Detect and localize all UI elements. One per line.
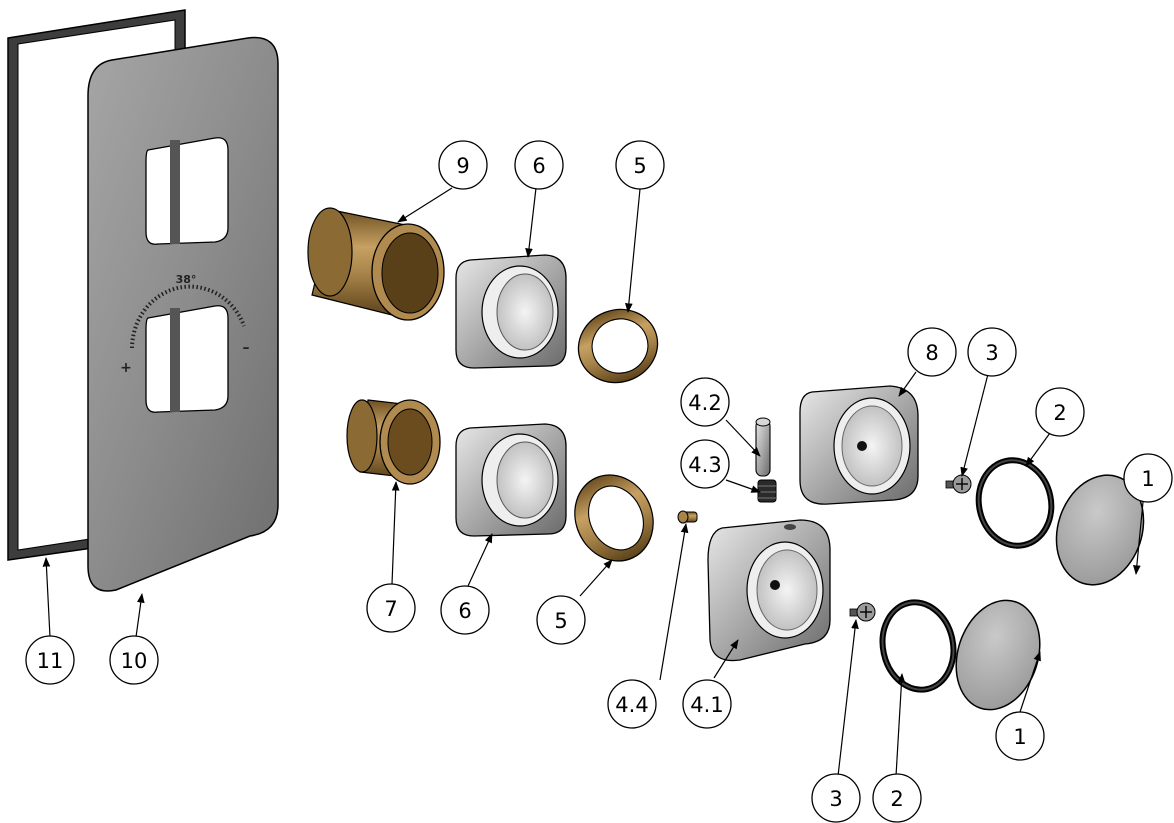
- part-5-brass-ring-upper: [577, 308, 659, 384]
- leader-10: [135, 593, 145, 638]
- callout-4-3-label: 4.3: [688, 453, 721, 477]
- callout-9: 9: [438, 140, 488, 190]
- leader-3a: [960, 373, 989, 477]
- callout-8-label: 8: [925, 341, 938, 365]
- callout-6-lower-label: 6: [458, 599, 471, 623]
- callout-3-lower: 3: [811, 773, 861, 823]
- callout-3-lower-label: 3: [829, 787, 842, 811]
- callout-2-upper: 2: [1035, 387, 1085, 437]
- dial-minus-sign: –: [243, 340, 250, 356]
- callout-4-4-label: 4.4: [615, 693, 648, 717]
- part-4-1-handle-body: [707, 519, 831, 662]
- leader-8: [898, 371, 917, 397]
- callout-7: 7: [366, 583, 416, 633]
- callout-6-upper: 6: [514, 140, 564, 190]
- part-3-screw-upper: [945, 474, 972, 494]
- part-7-brass-nut: [346, 399, 441, 485]
- part-6-chrome-shroud-upper: [455, 254, 567, 369]
- plate-window-top: [145, 137, 229, 245]
- callout-4-2-label: 4.2: [688, 391, 721, 415]
- callout-1-lower-label: 1: [1013, 725, 1026, 749]
- callout-2-lower: 2: [872, 773, 922, 823]
- leader-4-3: [725, 479, 761, 493]
- callout-10-label: 10: [121, 649, 148, 673]
- dial-top-mark: 38°: [176, 273, 197, 286]
- leader-11: [42, 557, 51, 638]
- callout-5-lower: 5: [536, 595, 586, 645]
- temperature-dial-scale: [130, 284, 246, 349]
- part-9-brass-sleeve: [307, 207, 445, 321]
- callout-2-lower-label: 2: [890, 787, 903, 811]
- part-5-brass-ring-lower: [574, 474, 654, 562]
- part-4-4-grub-screw: [677, 510, 698, 524]
- callout-6-lower: 6: [440, 585, 490, 635]
- callout-5-upper-label: 5: [633, 154, 646, 178]
- leader-3b: [837, 619, 859, 777]
- callouts: 11 10 9 6 5 7 6 5: [25, 140, 1173, 823]
- plate-window-bottom: [145, 305, 229, 413]
- callout-4-1: 4.1: [682, 679, 732, 729]
- callout-5-upper: 5: [615, 140, 665, 190]
- leader-4-1: [713, 639, 739, 679]
- leader-9: [397, 187, 453, 223]
- leader-1b: [1019, 651, 1041, 713]
- leader-5a: [625, 188, 641, 313]
- leader-5b: [579, 559, 613, 597]
- leader-4-2: [725, 419, 761, 457]
- dial-plus-sign: +: [120, 360, 132, 376]
- callout-1-lower: 1: [995, 711, 1045, 761]
- callout-10: 10: [109, 635, 159, 685]
- part-4-2-pin: [755, 417, 771, 477]
- callout-4-4: 4.4: [607, 679, 657, 729]
- part-10-cover-plate: 38° + –: [87, 36, 279, 592]
- leader-6a: [525, 187, 537, 258]
- part-8-handle-body: [799, 385, 919, 505]
- callout-6-upper-label: 6: [532, 154, 545, 178]
- leader-2a: [1025, 432, 1051, 467]
- part-1-cap-disc-lower: [955, 599, 1041, 711]
- leader-2b: [895, 673, 906, 777]
- callout-1-upper-label: 1: [1141, 467, 1154, 491]
- part-4-3-spring: [757, 479, 777, 503]
- callout-7-label: 7: [384, 597, 397, 621]
- callout-1-upper: 1: [1123, 453, 1173, 503]
- leader-1a: [1133, 501, 1144, 575]
- leader-4-4: [659, 523, 689, 681]
- callout-4-2: 4.2: [680, 377, 730, 427]
- callout-5-lower-label: 5: [554, 609, 567, 633]
- part-2-o-ring-upper: [975, 457, 1055, 549]
- part-3-screw-lower: [849, 602, 876, 622]
- callout-8: 8: [907, 327, 957, 377]
- part-6-chrome-shroud-lower: [455, 423, 567, 537]
- callout-3-upper-label: 3: [985, 341, 998, 365]
- callout-9-label: 9: [456, 154, 469, 178]
- part-1-cap-disc-upper: [1055, 474, 1145, 586]
- callout-4-1-label: 4.1: [690, 693, 723, 717]
- callout-11: 11: [25, 635, 75, 685]
- leader-6b: [467, 533, 493, 587]
- callout-11-label: 11: [37, 649, 64, 673]
- callout-2-upper-label: 2: [1053, 401, 1066, 425]
- leader-lines: [42, 187, 1144, 777]
- callout-4-3: 4.3: [680, 439, 730, 489]
- part-2-o-ring-lower: [879, 599, 957, 693]
- leader-7: [391, 481, 400, 585]
- callout-3-upper: 3: [967, 327, 1017, 377]
